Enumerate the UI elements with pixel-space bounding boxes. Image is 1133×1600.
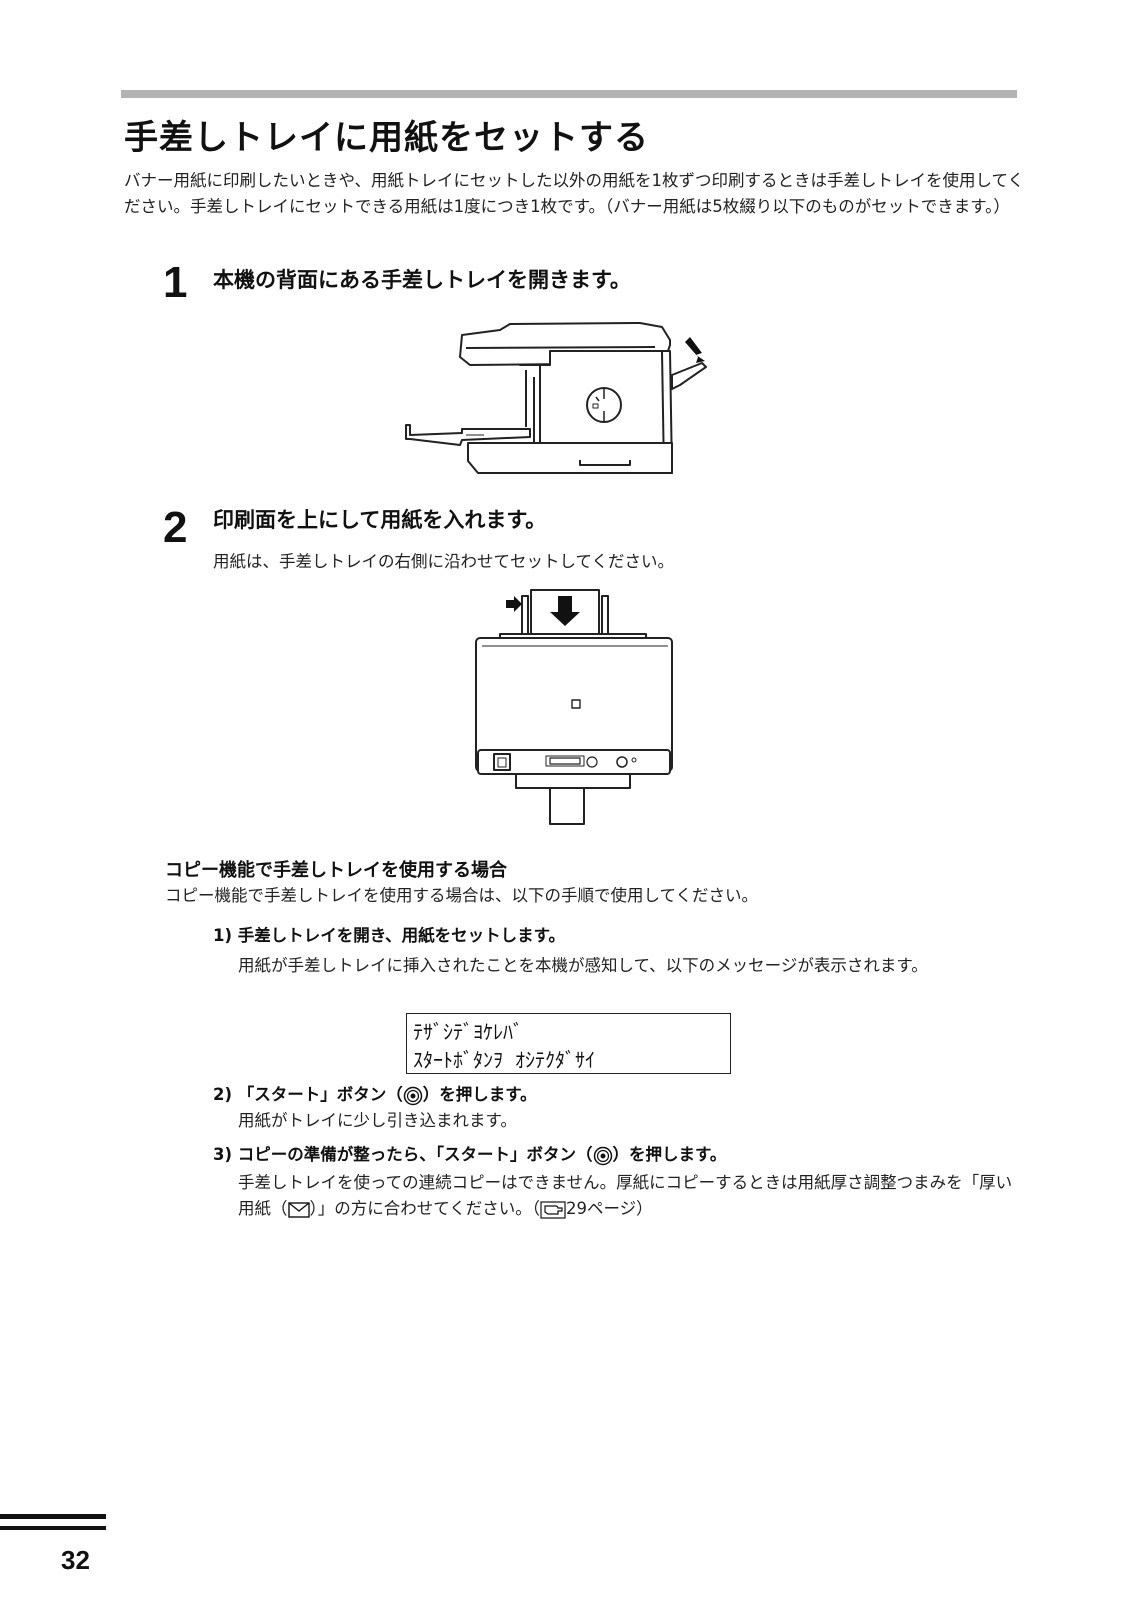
step-number-1: 1 (163, 258, 188, 307)
printer-side-view-illustration (405, 322, 707, 474)
copy-step-2-description: 用紙がトレイに少し引き込まれます。 (238, 1111, 517, 1130)
copy-step-3-title-after: ）を押します。 (612, 1145, 727, 1164)
copy-section-description: コピー機能で手差しトレイを使用する場合は、以下の手順で使用してください。 (165, 886, 759, 905)
copy-step-2-title-after: ）を押します。 (422, 1085, 537, 1104)
copy-step-2-title: 2) 「スタート」ボタン（ ）を押します。 (213, 1081, 537, 1106)
start-button-icon (403, 1086, 423, 1105)
start-button-icon (593, 1146, 612, 1165)
top-rule (121, 90, 1017, 98)
footer-rule-bottom (0, 1526, 106, 1530)
copy-section-heading: コピー機能で手差しトレイを使用する場合 (165, 860, 507, 881)
step-title-1: 本機の背面にある手差しトレイを開きます。 (213, 268, 631, 292)
copy-step-2-title-before: 2) 「スタート」ボタン（ (213, 1085, 403, 1104)
intro-paragraph: バナー用紙に印刷したいときや、用紙トレイにセットした以外の用紙を1枚ずつ印刷する… (124, 171, 1025, 216)
copy-step-3-description: 手差しトレイを使っての連続コピーはできません。厚紙にコピーするときは用紙厚さ調整… (238, 1170, 1020, 1222)
lcd-line-2: ｽﾀｰﾄﾎﾞﾀﾝｦ ｵｼﾃｸﾀﾞｻｲ (413, 1048, 596, 1072)
lcd-line-1: ﾃｻﾞｼﾃﾞﾖｹﾚﾊﾞ (413, 1020, 523, 1044)
page-number: 32 (61, 1545, 90, 1575)
pointing-hand-icon (540, 1200, 566, 1219)
copy-step-3-description-part-2: ）」の方に合わせてください。（ (309, 1199, 541, 1218)
copy-step-1-description: 用紙が手差しトレイに挿入されたことを本機が感知して、以下のメッセージが表示されま… (238, 956, 928, 975)
footer-rule-top (0, 1514, 106, 1519)
step-description-2: 用紙は、手差しトレイの右側に沿わせてセットしてください。 (213, 552, 675, 571)
copy-step-3-description-part-1: 手差しトレイを使っての連続コピーはできません。厚紙にコピーするときは用紙厚さ調整… (238, 1173, 1013, 1218)
step-number-2: 2 (163, 503, 188, 552)
thick-paper-envelope-icon (287, 1201, 310, 1218)
lcd-message-display: ﾃｻﾞｼﾃﾞﾖｹﾚﾊﾞ ｽﾀｰﾄﾎﾞﾀﾝｦ ｵｼﾃｸﾀﾞｻｲ (406, 1013, 731, 1074)
step-title-2: 印刷面を上にして用紙を入れます。 (213, 508, 547, 532)
copy-step-3-title: 3) コピーの準備が整ったら、「スタート」ボタン（ ）を押します。 (213, 1141, 726, 1166)
copy-step-3-title-before: 3) コピーの準備が整ったら、「スタート」ボタン（ (213, 1145, 593, 1164)
copy-step-3-description-part-3: 29ページ） (566, 1199, 653, 1218)
page-title: 手差しトレイに用紙をセットする (124, 118, 649, 158)
copy-step-1-title: 1) 手差しトレイを開き、用紙をセットします。 (213, 926, 565, 945)
printer-top-view-illustration (475, 589, 673, 825)
